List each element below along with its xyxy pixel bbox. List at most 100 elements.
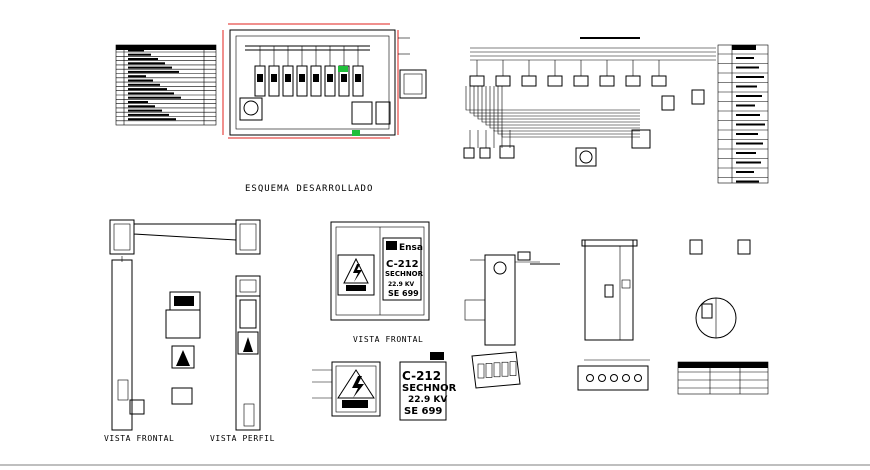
terminal-screw: [622, 374, 630, 382]
sign-brand: Ensa: [399, 243, 423, 253]
sign-station: SE 699: [388, 289, 419, 298]
wire: [485, 86, 640, 126]
cabinet-front-view: Ensa C-212 SECHNOR 22.9 KV SE 699: [330, 221, 430, 321]
table-row-text: [128, 62, 165, 65]
wire: [481, 86, 640, 123]
sign-small-voltage: 22.9 KV: [408, 395, 447, 405]
feeder-box: [469, 75, 485, 87]
sign-small-name: SECHNOR: [402, 383, 457, 394]
wire: [489, 86, 640, 129]
breaker-module: [282, 65, 294, 97]
table-row-text: [736, 152, 756, 154]
breaker-module: [310, 65, 322, 97]
table-row-text: [128, 66, 172, 69]
table-row-text: [128, 49, 144, 52]
wire: [497, 86, 640, 135]
spec-table: [677, 361, 769, 395]
table-row-text: [128, 113, 169, 116]
table-row-text: [128, 53, 151, 56]
table-row-text: [736, 76, 764, 78]
breaker-module: [352, 65, 364, 97]
sign-voltage: 22.9 KV: [388, 281, 415, 288]
breaker-module: [268, 65, 280, 97]
table-row-text: [736, 104, 755, 107]
terminal-screw: [598, 374, 606, 382]
table-row-text: [736, 114, 760, 116]
feeder-box: [521, 75, 537, 87]
wire: [477, 86, 640, 120]
terminal: [477, 363, 485, 379]
wire: [469, 86, 640, 114]
table-row-text: [736, 171, 754, 173]
feeder-box: [495, 75, 511, 87]
breaker-switch: [327, 74, 333, 82]
breaker-switch: [313, 74, 319, 82]
table-row-text: [736, 66, 759, 69]
table-row-text: [736, 180, 759, 183]
feeder-box: [547, 75, 563, 87]
table-row-text: [128, 118, 176, 121]
feeder-box: [651, 75, 667, 87]
sign-name: SECHNOR: [385, 270, 424, 278]
breaker-module: [296, 65, 308, 97]
breaker-switch: [271, 74, 277, 82]
breaker-switch: [257, 74, 263, 82]
legend-table-right: [717, 44, 769, 184]
station-sign-detail: C-212 SECHNOR 22.9 KV SE 699: [399, 352, 457, 421]
breaker-switch: [341, 74, 347, 82]
switchboard-panel: [222, 23, 427, 139]
sign-small-station: SE 699: [404, 406, 442, 417]
breaker-switch: [355, 74, 361, 82]
legend-table-left: [115, 44, 217, 126]
table-row-text: [736, 133, 758, 135]
schema-title: ESQUEMA DESARROLLADO: [245, 184, 373, 194]
table-row-text: [736, 57, 754, 59]
table-row-text: [128, 83, 160, 86]
terminal: [509, 361, 517, 376]
table-row-text: [128, 58, 158, 60]
breaker-switch: [285, 74, 291, 82]
table-row-text: [736, 161, 761, 164]
schematic-diagram: [463, 37, 716, 167]
detail-views: [689, 239, 751, 339]
table-row-text: [128, 96, 181, 99]
cabinet-side-view: [581, 239, 638, 341]
wire: [473, 86, 640, 117]
table-row-text: [736, 142, 763, 145]
table-row-text: [128, 101, 148, 103]
breaker-switch: [299, 74, 305, 82]
wire: [493, 86, 640, 132]
terminal-strip: [577, 359, 650, 391]
terminal: [493, 362, 501, 378]
table-row-text: [128, 92, 174, 95]
wire: [465, 86, 640, 111]
table-row-text: [128, 79, 153, 82]
breaker-module: [324, 65, 336, 97]
table-row-text: [128, 105, 155, 108]
feeder-box: [599, 75, 615, 87]
terminal: [501, 361, 509, 377]
feeder-box: [573, 75, 589, 87]
table-row-text: [736, 95, 762, 97]
vista-frontal-left-label: VISTA FRONTAL: [104, 434, 174, 443]
cabinet-section-view: [464, 251, 560, 389]
table-row-text: [128, 75, 146, 78]
table-row-text: [736, 123, 765, 126]
table-row-text: [128, 70, 179, 73]
wire: [501, 86, 640, 138]
pole-profile-view: [235, 275, 261, 431]
vista-perfil-label: VISTA PERFIL: [210, 434, 275, 443]
table-row-text: [128, 88, 167, 91]
terminal-screw: [610, 374, 618, 382]
sign-small-code: C-212: [402, 369, 441, 383]
terminal-screw: [634, 374, 642, 382]
pole-front-view: [109, 219, 261, 431]
terminal: [485, 363, 493, 378]
vista-frontal-center-label: VISTA FRONTAL: [353, 335, 423, 344]
table-row-text: [128, 109, 162, 112]
terminal-screw: [586, 374, 594, 382]
warning-sign-detail: [312, 361, 381, 417]
sign-code: C-212: [386, 259, 419, 270]
table-row-text: [736, 85, 757, 88]
